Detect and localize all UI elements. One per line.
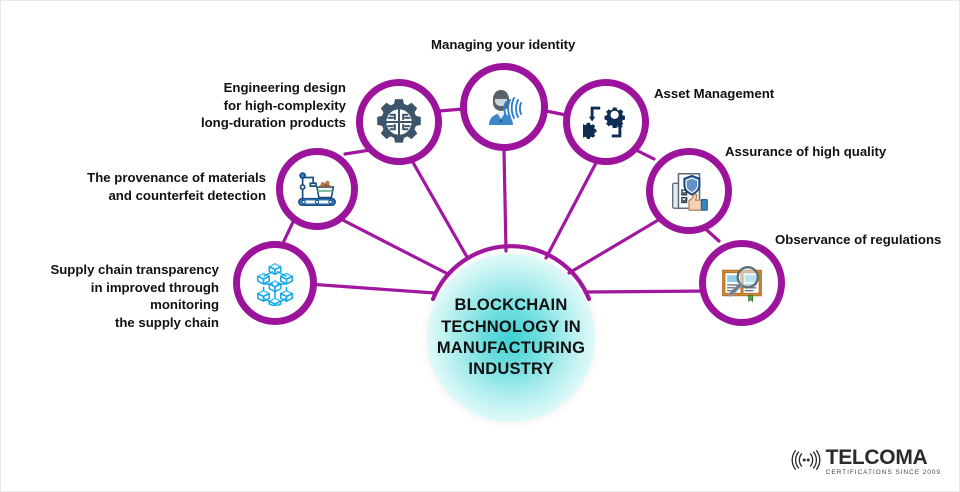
logo-name: TELCOMA — [825, 446, 928, 470]
label-engineering-design: Engineering design for high-complexity l… — [200, 80, 346, 131]
node-supply-chain-transparency[interactable] — [233, 241, 317, 325]
conveyor-belt-icon — [294, 166, 340, 212]
label-assurance-of-high-quality: Assurance of high quality — [725, 144, 887, 159]
blockchain-network-icon — [252, 260, 298, 306]
user-fingerprint-icon — [480, 83, 528, 131]
gears-refresh-icon — [583, 99, 629, 145]
node-engineering-design[interactable] — [356, 79, 442, 165]
node-provenance-of-materials[interactable] — [276, 148, 358, 230]
node-assurance-of-high-quality[interactable] — [646, 148, 732, 234]
label-supply-chain-transparency: Supply chain transparency in improved th… — [50, 262, 219, 330]
node-managing-your-identity[interactable] — [460, 63, 548, 151]
label-provenance-of-materials: The provenance of materials and counterf… — [87, 170, 266, 203]
label-asset-management: Asset Management — [654, 86, 775, 101]
page-title: BLOCKCHAIN TECHNOLOGY IN MANUFACTURING I… — [436, 296, 586, 379]
node-observance-of-regulations[interactable] — [699, 240, 785, 326]
clipboard-shield-thumbsup-icon — [666, 168, 712, 214]
label-managing-your-identity: Managing your identity — [431, 37, 576, 52]
logo-tagline: CERTIFICATIONS SINCE 2009 — [825, 469, 941, 477]
book-magnifier-icon — [719, 260, 765, 306]
center-hub: BLOCKCHAIN TECHNOLOGY IN MANUFACTURING I… — [427, 254, 595, 422]
node-asset-management[interactable] — [563, 79, 649, 165]
gear-circuit-icon — [374, 97, 424, 147]
signal-waves-icon — [791, 449, 821, 475]
brand-logo: TELCOMA CERTIFICATIONS SINCE 2009 — [791, 447, 941, 477]
label-observance-of-regulations: Observance of regulations — [775, 232, 942, 247]
